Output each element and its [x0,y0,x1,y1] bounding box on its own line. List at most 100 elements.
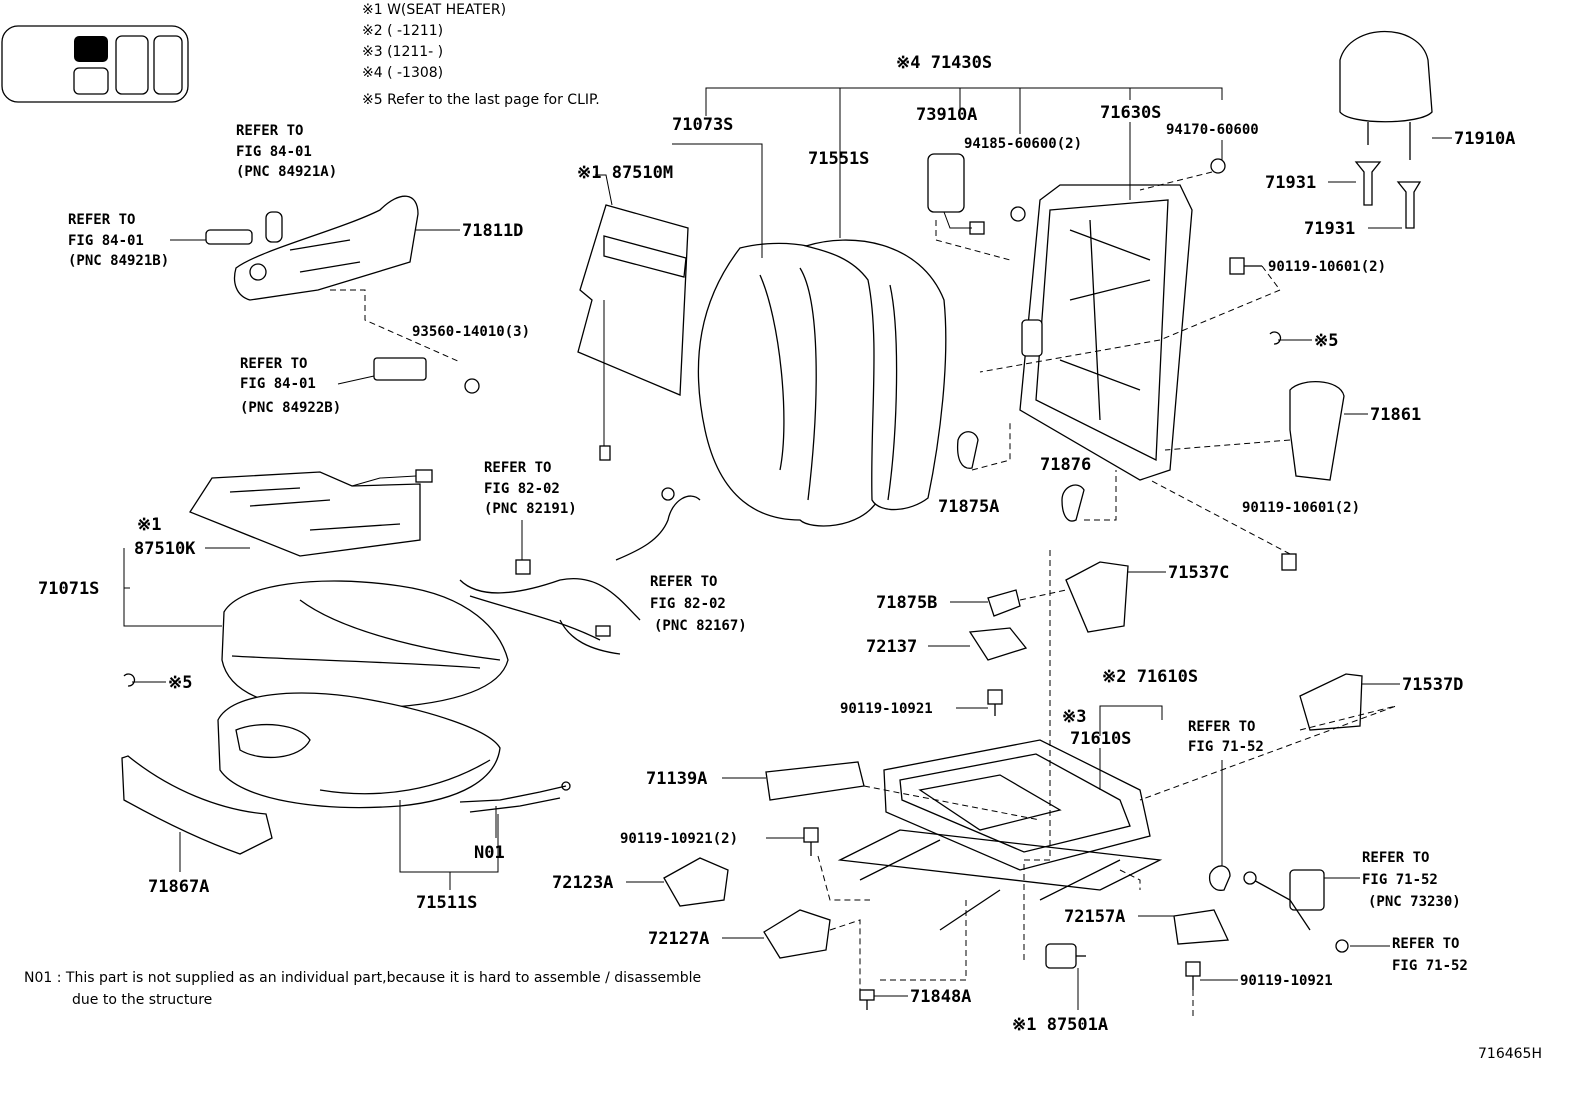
ref-84921A: REFER TO FIG 84-01 (PNC 84921A) [236,123,337,243]
bolt-90119-10921-2: 90119-10921(2) [620,827,870,901]
label-73910A: 73910A [916,105,977,125]
ref-71-52-bottom-line2: FIG 71-52 [1392,958,1468,974]
label-71073S: 71073S [672,115,733,135]
label-71537C: 71537C [1168,563,1229,583]
label-71430S: ※4 71430S [896,53,992,73]
seatback-cover-71551S: 71551S [803,149,947,511]
side-cover-71867A: 71867A [121,755,273,897]
ref-82167-line2: FIG 82-02 [650,596,726,612]
label-71910A: 71910A [1454,129,1515,149]
seat-adjuster-frame-71610S [837,550,1163,960]
label-71867A: 71867A [148,877,209,897]
label-5-left: ※5 [168,673,192,693]
label-71610S-2: ※2 71610S [1102,667,1198,687]
note-4: ※4 ( -1308) [362,65,443,81]
note-1: ※1 W(SEAT HEATER) [362,2,506,18]
label-71071S: 71071S [38,579,99,599]
note-3: ※3 (1211- ) [362,44,443,60]
seat-location-icon [1,25,189,103]
ref-82167-line1: REFER TO [650,574,717,590]
headrest-71910A: 71910A [1339,31,1515,160]
seatback-heater-87510M: ※1 87510M [577,163,689,461]
label-72127A: 72127A [648,929,709,949]
label-94185: 94185-60600(2) [964,136,1082,152]
ref-71-52-mid-line2: FIG 71-52 [1188,739,1264,755]
side-cover-71811D: 71811D [233,195,523,363]
bolt-90119-10921-lower: 90119-10921 [1185,961,1333,1020]
nut-94185: 94185-60600(2) [964,136,1082,222]
footnote-line1: N01 : This part is not supplied as an in… [24,970,701,986]
ref-84921B: REFER TO FIG 84-01 (PNC 84921B) [68,212,253,269]
bracket-71430S: ※4 71430S [705,53,1223,238]
seatback-pad-71073S: 71073S [672,115,884,527]
ref-84921B-line2: FIG 84-01 [68,233,144,249]
label-90119-10601-upper: 90119-10601(2) [1268,259,1386,275]
ref-73230-line2: FIG 71-52 [1362,872,1438,888]
label-90119-10921-lower: 90119-10921 [1240,973,1333,989]
bolt-90119-10921-upper: 90119-10921 [840,689,1003,717]
ref-84922B-line3: (PNC 84922B) [240,400,341,416]
clip-94170: 94170-60600 [1139,122,1259,191]
label-71861: 71861 [1370,405,1421,425]
airbag-73910A: 73910A [916,105,1011,261]
cover-71876: 71876 [1040,455,1117,522]
cover-71875B: 71875B [876,589,1067,617]
label-71876: 71876 [1040,455,1091,475]
footnote-line2: due to the structure [72,992,212,1008]
cover-72123A: 72123A [552,857,729,907]
label-71931-lower: 71931 [1304,219,1355,239]
label-71139A: 71139A [646,769,707,789]
label-71537D: 71537D [1402,675,1463,695]
label-71875A: 71875A [938,497,999,517]
label-71630S: 71630S [1100,103,1161,123]
label-90119-10921-2: 90119-10921(2) [620,831,738,847]
label-90119-10921-upper: 90119-10921 [840,701,933,717]
cover-71537D: 71537D [1139,673,1463,801]
label-72123A: 72123A [552,873,613,893]
module-87501A: ※1 87501A [1012,943,1108,1035]
ref-84921A-line3: (PNC 84921A) [236,164,337,180]
bracket-72137: 72137 [866,627,1028,661]
label-72157A: 72157A [1064,907,1125,927]
ref-82191-line1: REFER TO [484,460,551,476]
label-90119-10601-lower: 90119-10601(2) [1242,500,1360,516]
cover-72127A: 72127A [648,909,861,990]
label-87510K-mark: ※1 [137,515,161,535]
figure-id: 716465H [1478,1046,1542,1062]
label-87501A: ※1 87501A [1012,1015,1108,1035]
note-2: ※2 ( -1211) [362,23,443,39]
clip-ref-5-right: ※5 [1269,331,1338,351]
ref-71-52-bottom-line1: REFER TO [1392,936,1459,952]
label-71610S-3-mark: ※3 [1062,707,1086,727]
ref-84921A-line2: FIG 84-01 [236,144,312,160]
bolt-90119-10601-lower: 90119-10601(2) [1149,479,1360,571]
clip-ref-5-left: ※5 [123,673,192,693]
cover-71875A: 71875A [938,420,1011,517]
label-71811D: 71811D [462,221,523,241]
note-5: ※5 Refer to the last page for CLIP. [362,92,600,108]
ref-82191-line3: (PNC 82191) [484,501,577,517]
ref-84921B-line1: REFER TO [68,212,135,228]
ref-73230-line3: (PNC 73230) [1368,894,1461,910]
clip-71848A: 71848A [859,900,971,1010]
headrest-guide-71931: 71931 71931 [1265,161,1422,239]
label-71848A: 71848A [910,987,971,1007]
screw-93560: 93560-14010(3) [412,324,530,394]
label-71875B: 71875B [876,593,937,613]
switch-ref-84922B: REFER TO FIG 84-01 (PNC 84922B) [240,356,427,416]
label-71610S-3: 71610S [1070,729,1131,749]
label-93560: 93560-14010(3) [412,324,530,340]
label-87510M: ※1 87510M [577,163,673,183]
ref-73230-line1: REFER TO [1362,850,1429,866]
cover-71861: 71861 [1164,380,1421,481]
buckle-ref: REFER TO FIG 71-52 (PNC 73230) REFER TO … [1243,850,1468,974]
harness-N01: N01 [459,781,571,863]
ref-84921A-line1: REFER TO [236,123,303,139]
label-5-right: ※5 [1314,331,1338,351]
cover-71537C: 71537C [1065,561,1229,633]
ref-84922B-line1: REFER TO [240,356,307,372]
bracket-71610S: ※2 71610S ※3 71610S [1062,667,1198,790]
rail-cover-71139A: 71139A [646,761,1041,821]
